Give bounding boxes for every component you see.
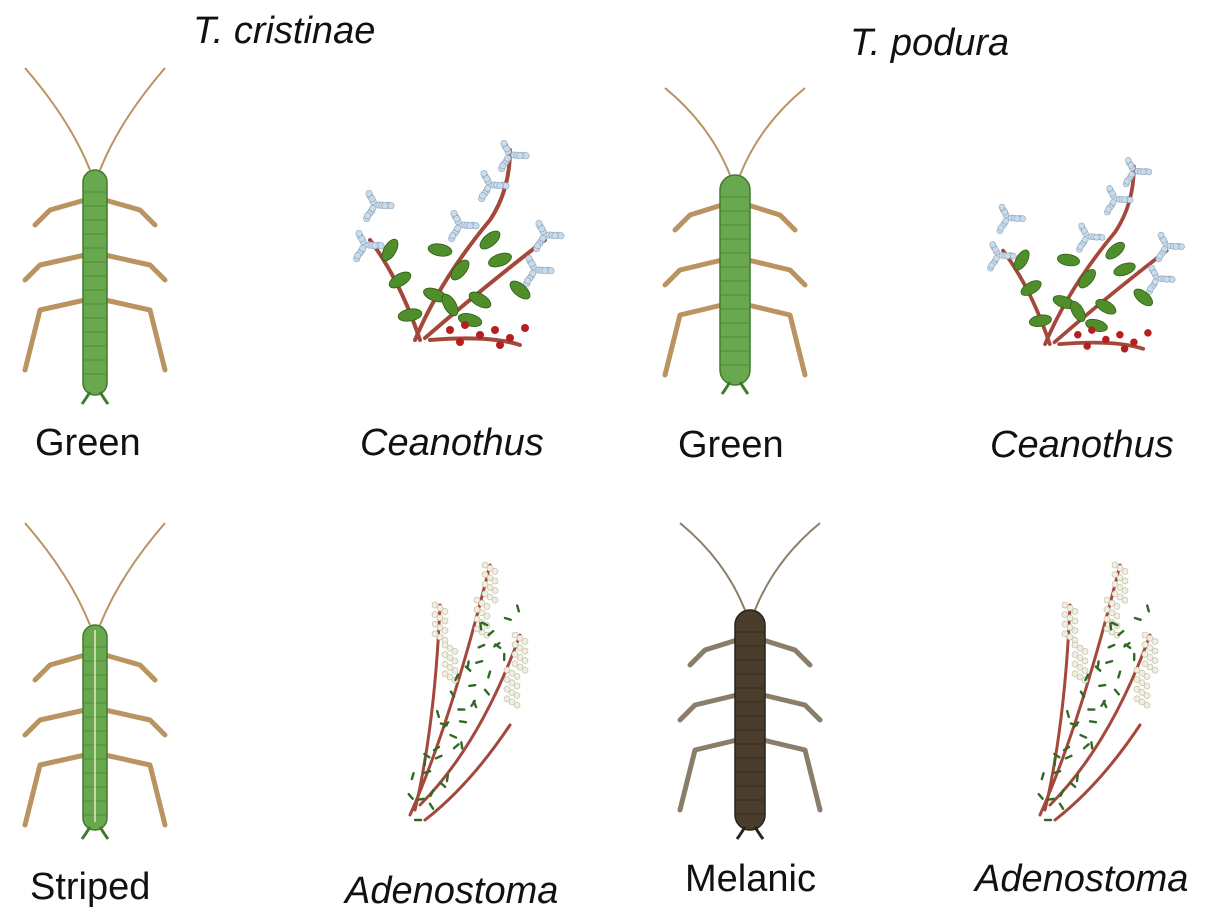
- plant-label-adenostoma-podura: Adenostoma: [975, 860, 1188, 898]
- morph-label-green: Green: [35, 424, 141, 462]
- morph-label-green-podura: Green: [678, 426, 784, 464]
- plant-label-ceanothus-podura: Ceanothus: [990, 426, 1174, 464]
- ceanothus-branch-icon-2: [975, 145, 1190, 375]
- stick-insect-striped-icon: [10, 515, 180, 845]
- adenostoma-branch-icon: [390, 545, 540, 835]
- adenostoma-branch-icon-2: [1020, 545, 1170, 835]
- species-title-t-cristinae: T. cristinae: [193, 12, 375, 50]
- stick-insect-green-icon: [10, 60, 180, 410]
- stick-insect-melanic-icon: [665, 515, 835, 845]
- stick-insect-green-podura-icon: [650, 80, 820, 400]
- morph-label-striped: Striped: [30, 868, 150, 906]
- species-title-t-podura: T. podura: [850, 24, 1009, 62]
- ceanothus-branch-icon: [340, 130, 570, 370]
- morph-label-melanic: Melanic: [685, 860, 816, 898]
- plant-label-ceanothus: Ceanothus: [360, 424, 544, 462]
- plant-label-adenostoma: Adenostoma: [345, 872, 558, 910]
